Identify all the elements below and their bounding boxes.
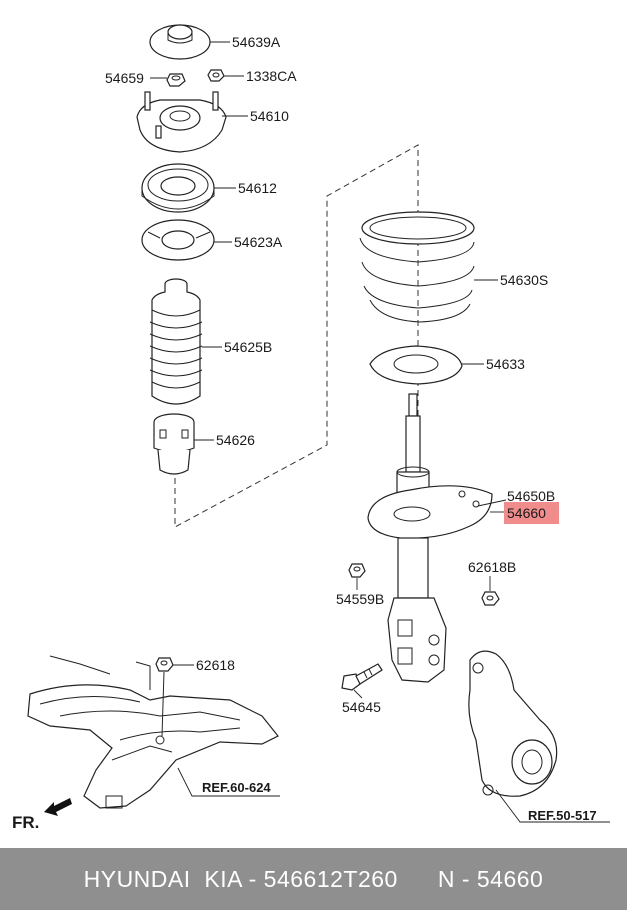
nut-54559B [348, 563, 366, 578]
label-54645: 54645 [342, 699, 381, 715]
strut-mount-54610 [136, 91, 227, 153]
highlight-54660 [504, 502, 559, 524]
bump-stopper-54626 [153, 413, 195, 475]
nut-54659 [166, 73, 186, 87]
footer-part-number: HYUNDAI KIA - 546612T260 [83, 865, 398, 892]
label-54630S: 54630S [500, 272, 548, 288]
bolt-54645 [341, 663, 383, 691]
nut-62618 [155, 657, 174, 672]
label-54633: 54633 [486, 356, 525, 372]
front-label: FR. [12, 813, 39, 832]
label-54612: 54612 [238, 180, 277, 196]
label-62618: 62618 [196, 657, 235, 673]
spring-pad-54633 [369, 345, 463, 385]
label-54660: 54660 [507, 505, 546, 521]
strut-assembly-54660 [367, 393, 493, 683]
label-54639A: 54639A [232, 34, 281, 50]
label-ref-50-517: REF.50-517 [528, 808, 597, 823]
label-ref-60-624: REF.60-624 [202, 780, 271, 795]
front-arrow-icon [44, 798, 72, 816]
label-54623A: 54623A [234, 234, 283, 250]
flange-nut-1338CA [207, 69, 225, 82]
label-54610: 54610 [250, 108, 289, 124]
label-54625B: 54625B [224, 339, 272, 355]
spring-seat-54623A [141, 219, 215, 261]
bearing-54612 [141, 163, 215, 213]
footer-bar: HYUNDAI KIA - 546612T260 N - 54660 [0, 848, 627, 910]
label-54659: 54659 [105, 70, 144, 86]
dust-cap-54639A [149, 24, 211, 60]
footer-reference-number: N - 54660 [437, 865, 544, 892]
steering-knuckle [468, 650, 558, 797]
label-54559B: 54559B [336, 591, 384, 607]
dust-boot-54625B [149, 278, 203, 405]
subframe-crossmember [27, 655, 279, 809]
coil-spring-54630S [359, 211, 475, 323]
nut-62618B [481, 591, 500, 606]
label-54626: 54626 [216, 432, 255, 448]
assembly-boundary [174, 144, 419, 560]
parts-diagram: 54639A 54659 1338CA 54610 54612 546 [12, 24, 610, 832]
label-62618B: 62618B [468, 559, 516, 575]
label-54650B: 54650B [507, 488, 555, 504]
label-1338CA: 1338CA [246, 68, 297, 84]
